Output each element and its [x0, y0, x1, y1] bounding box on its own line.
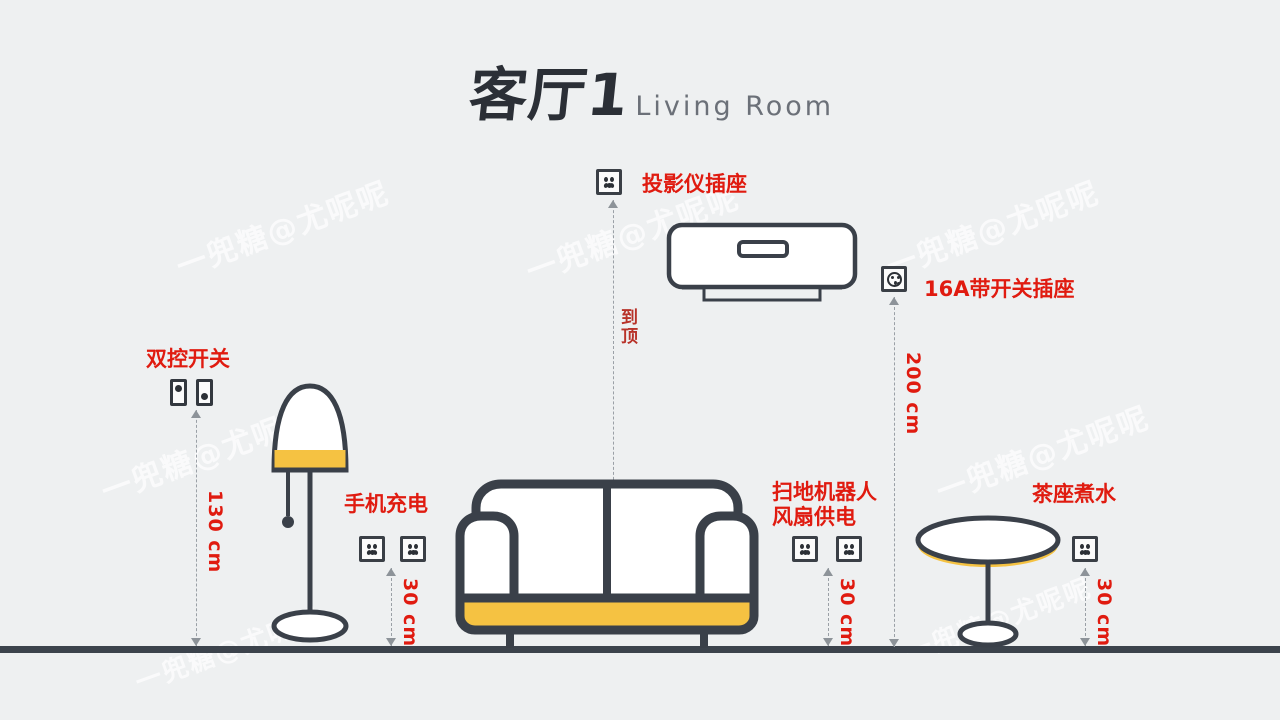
floor-line [0, 646, 1280, 653]
page-title: 客厅1 Living Room [466, 48, 835, 132]
table-top [915, 515, 1061, 565]
socket-hole [1086, 544, 1090, 549]
switch-dimension-arrow-down [191, 638, 201, 646]
socket-hole [894, 281, 897, 285]
projector-dimension-note: 到顶 [617, 308, 637, 346]
tea-table-socket-icon[interactable] [1072, 536, 1098, 562]
robot-fan-dimension-arrow-down [823, 638, 833, 646]
socket-hole [610, 177, 614, 182]
projector-socket-icon[interactable] [596, 169, 622, 195]
socket-hole [891, 276, 894, 279]
sofa-arm-left [455, 511, 519, 608]
two-way-switch-icon-right[interactable] [196, 379, 213, 406]
socket-hole [1082, 550, 1088, 555]
sofa [455, 479, 759, 648]
page-title-cn: 客厅1 [465, 61, 633, 129]
socket-hole [606, 183, 612, 188]
socket-hole [369, 550, 375, 555]
socket-hole [408, 544, 412, 549]
tea-table-dimension-arrow-down [1080, 638, 1090, 646]
side-table [915, 515, 1061, 648]
socket-hole [414, 544, 418, 549]
air-conditioner [666, 222, 858, 302]
robot-fan-power-label: 扫地机器人 风扇供电 [772, 480, 877, 530]
ac-vent [682, 286, 842, 302]
floor-lamp [271, 383, 349, 643]
projector-socket-label: 投影仪插座 [642, 172, 747, 196]
robot-fan-power-label-line1: 扫地机器人 [772, 480, 877, 504]
phone-charging-label: 手机充电 [344, 492, 428, 516]
tea-table-dimension-value: 30 cm [1093, 578, 1115, 648]
switch-dimension-arrow-up [191, 410, 201, 418]
socket-hole [410, 550, 416, 555]
tea-table-dimension-arrow-up [1080, 568, 1090, 576]
phone-charging-dimension-arrow-down [386, 638, 396, 646]
lamp-pull-knob[interactable] [282, 516, 294, 528]
socket-hole [1080, 544, 1084, 549]
ac-16a-socket-icon[interactable] [881, 266, 907, 292]
watermark: 一兜糖@尤呢呢 [881, 175, 1105, 286]
lamp-shade [271, 383, 349, 473]
socket-hole [800, 544, 804, 549]
socket-ring [886, 271, 902, 287]
two-way-switch-label: 双控开关 [146, 347, 230, 371]
projector-dimension-arrow-up [608, 200, 618, 208]
switch-button [201, 393, 208, 400]
sofa-arm-right [695, 511, 759, 608]
watermark: 一兜糖@尤呢呢 [171, 175, 395, 286]
phone-charging-dimension-line [391, 568, 392, 646]
socket-hole [806, 544, 810, 549]
tea-table-label: 茶座煮水 [1032, 482, 1116, 506]
socket-hole [850, 544, 854, 549]
phone-charging-socket-icon-2[interactable] [400, 536, 426, 562]
lamp-base [271, 609, 349, 643]
page-title-en: Living Room [635, 91, 835, 122]
socket-hole [802, 550, 808, 555]
ac-dimension-arrow-up [889, 297, 899, 305]
robot-fan-dimension-line [828, 568, 829, 646]
lamp-shade-band [274, 450, 346, 470]
socket-hole [844, 544, 848, 549]
phone-charging-dimension-arrow-up [386, 568, 396, 576]
tea-table-dimension-line [1085, 568, 1086, 646]
switch-dimension-line [196, 410, 197, 646]
socket-hole [367, 544, 371, 549]
socket-hole [604, 177, 608, 182]
robot-fan-power-label-line2: 风扇供电 [772, 504, 856, 529]
table-base [957, 620, 1019, 648]
robot-fan-socket-icon-2[interactable] [836, 536, 862, 562]
robot-fan-dimension-arrow-up [823, 568, 833, 576]
ac-dimension-value: 200 cm [902, 352, 924, 436]
robot-fan-dimension-value: 30 cm [836, 578, 858, 648]
projector-dimension-line [613, 200, 614, 490]
phone-charging-socket-icon-1[interactable] [359, 536, 385, 562]
socket-hole [373, 544, 377, 549]
ac-dimension-line [894, 297, 895, 647]
socket-hole [897, 276, 900, 279]
phone-charging-dimension-value: 30 cm [399, 578, 421, 648]
socket-indicator-dot [897, 282, 900, 285]
switch-button [175, 385, 182, 392]
sofa-seat-cushion [455, 593, 759, 635]
ac-16a-socket-label: 16A带开关插座 [924, 277, 1075, 301]
switch-dimension-value: 130 cm [204, 490, 226, 574]
ac-display [737, 240, 789, 258]
ac-dimension-arrow-down [889, 639, 899, 647]
robot-fan-socket-icon-1[interactable] [792, 536, 818, 562]
socket-hole [846, 550, 852, 555]
two-way-switch-icon-left[interactable] [170, 379, 187, 406]
